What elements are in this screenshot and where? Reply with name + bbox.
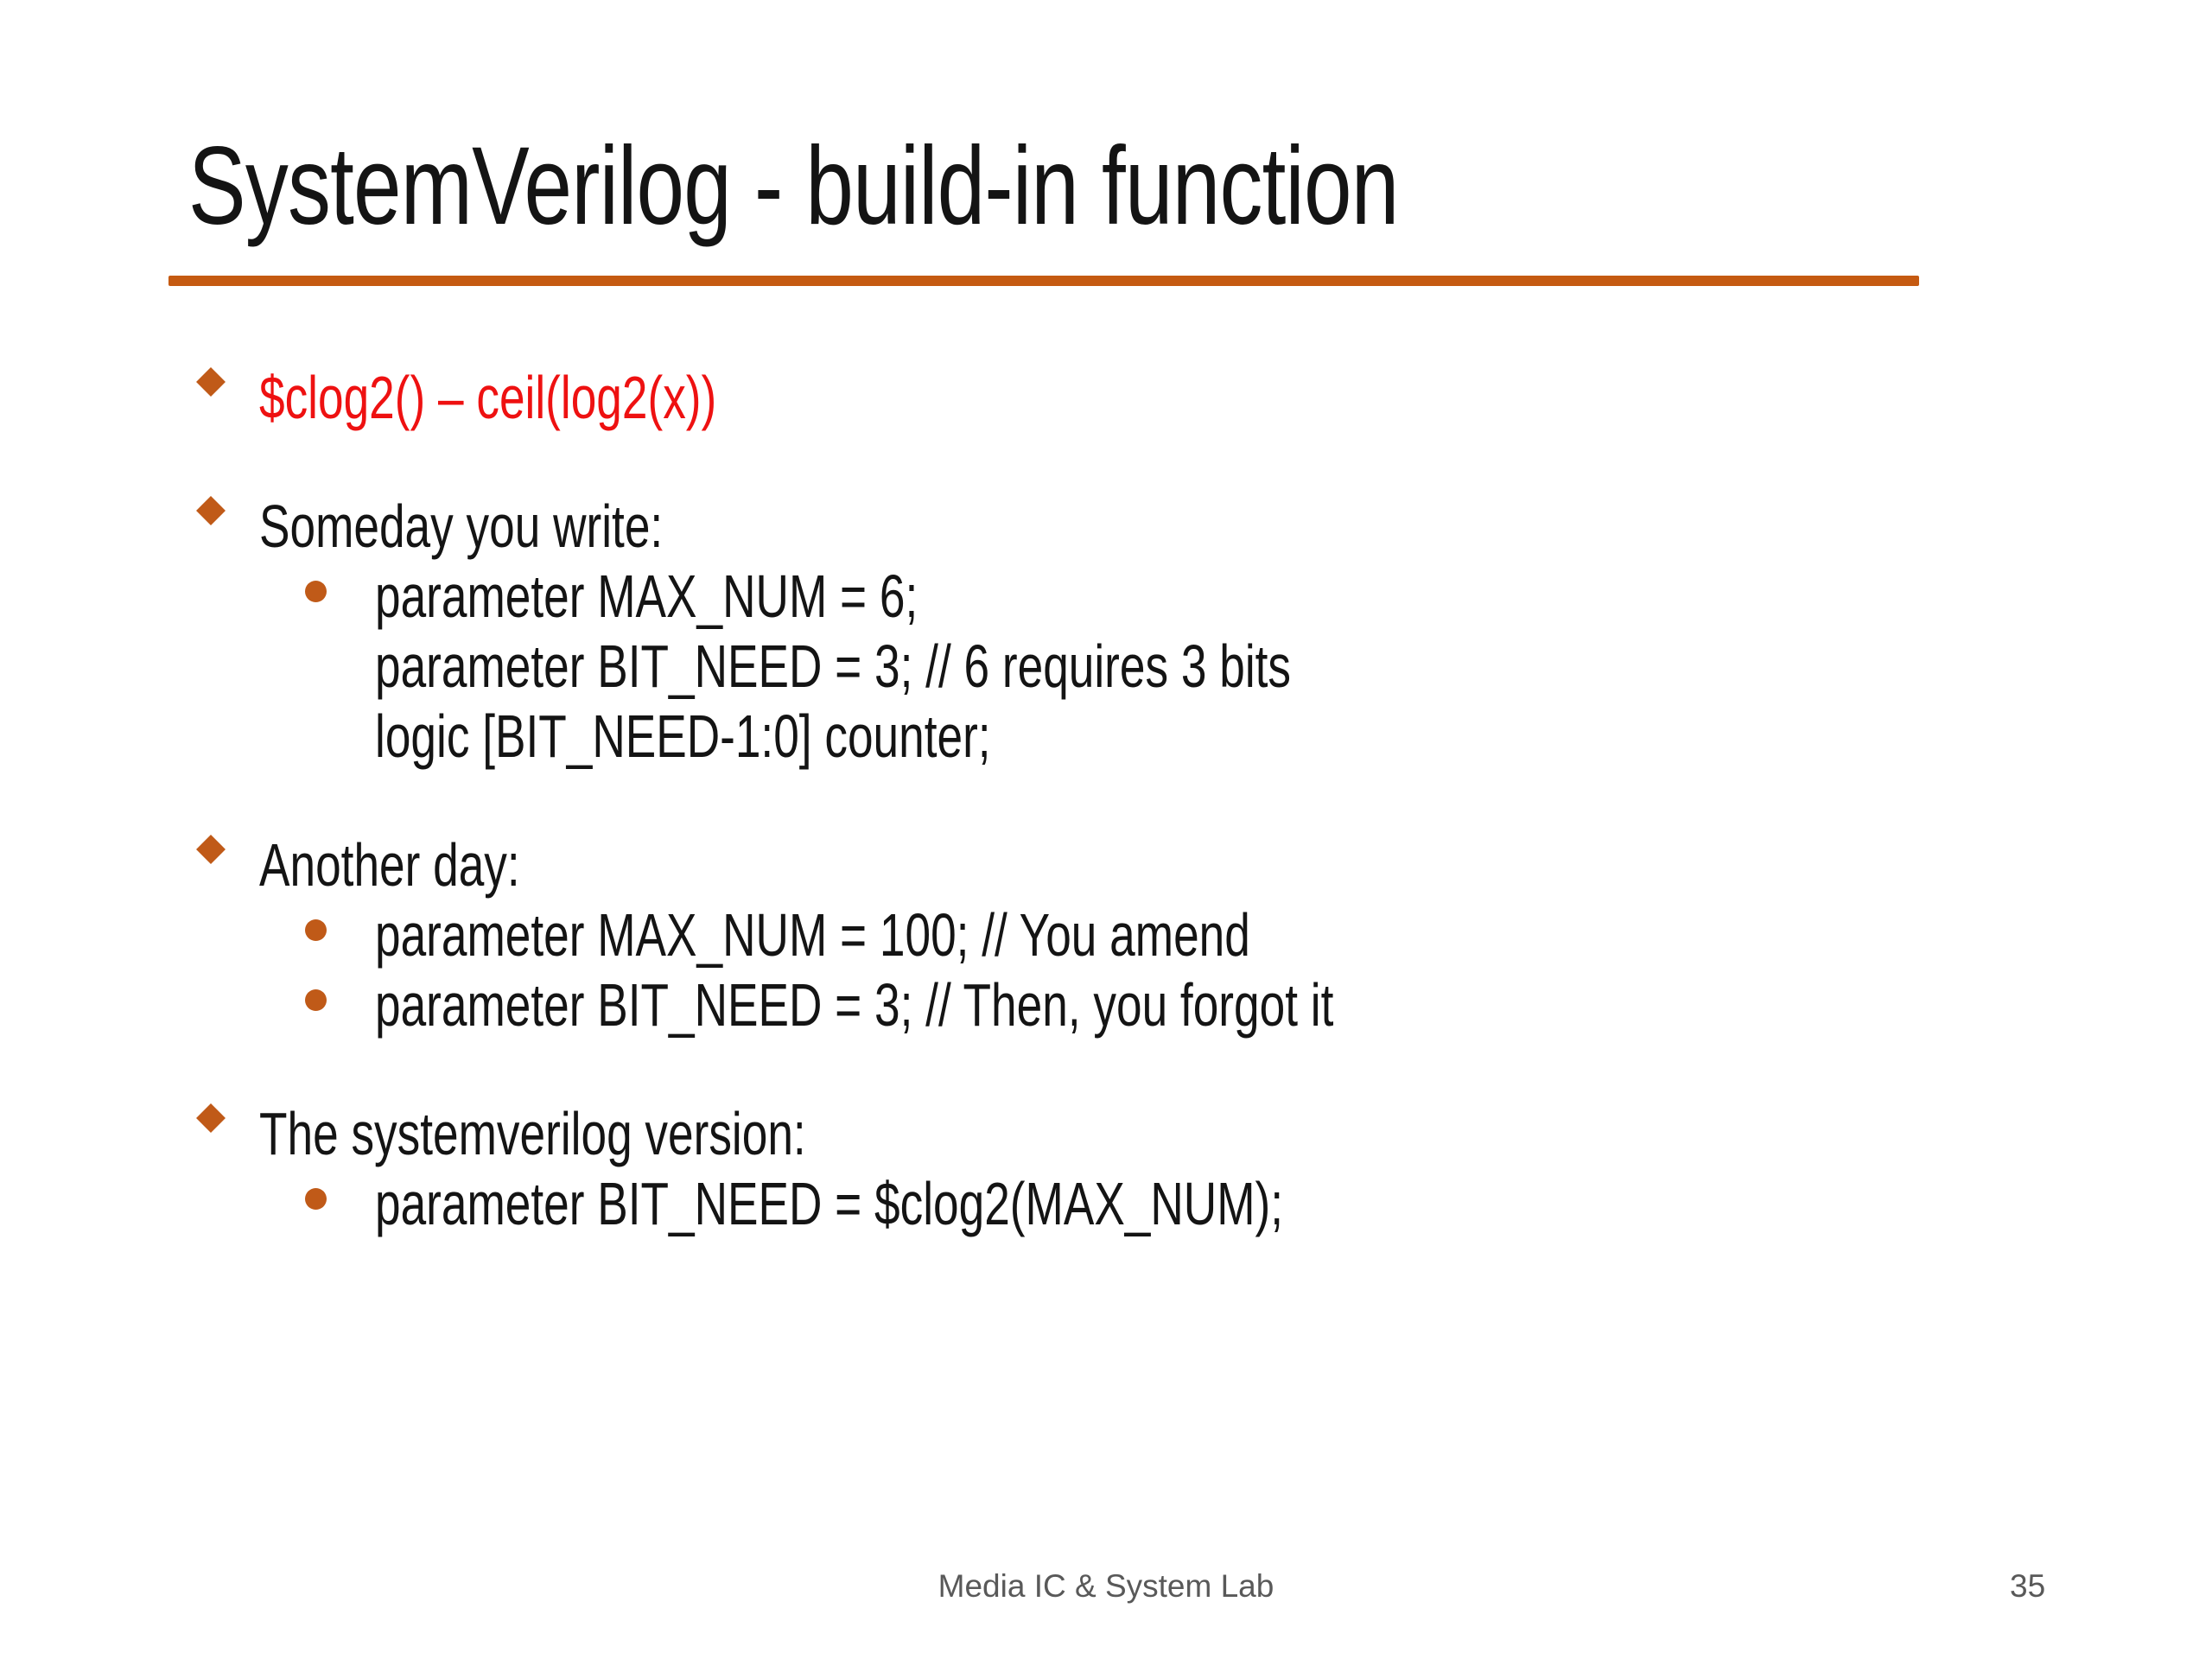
diamond-bullet-icon [196,835,226,864]
level1-bullet-text: $clog2() – ceil(log2(x)) [259,364,717,431]
bullet-block: $clog2() – ceil(log2(x)) [0,363,2212,433]
bullet-list: $clog2() – ceil(log2(x)) Someday you writ… [0,363,2212,1298]
level2-code-text: parameter MAX_NUM = 6; [375,563,918,630]
diamond-bullet-icon [196,496,226,525]
level1-bullet-line: $clog2() – ceil(log2(x)) [0,363,2212,433]
dot-bullet-icon [305,581,327,602]
level2-bullet-line: parameter MAX_NUM = 100; // You amend [0,900,2212,970]
slide-title: SystemVerilog - build-in function [188,124,1399,248]
bullet-block: Someday you write:parameter MAX_NUM = 6;… [0,492,2212,772]
footer-page-number: 35 [2010,1568,2046,1604]
level2-code-text: parameter BIT_NEED = 3; // 6 requires 3 … [375,632,1292,700]
diamond-bullet-icon [196,1103,226,1133]
diamond-bullet-icon [196,367,226,397]
level1-bullet-line: The systemverilog version: [0,1099,2212,1169]
level1-bullet-line: Someday you write: [0,492,2212,562]
bullet-block: Another day:parameter MAX_NUM = 100; // … [0,830,2212,1040]
level2-continuation-line: parameter BIT_NEED = 3; // 6 requires 3 … [0,632,2212,702]
level1-bullet-text: Someday you write: [259,493,664,560]
level2-bullet-line: parameter BIT_NEED = 3; // Then, you for… [0,970,2212,1040]
level2-code-text: parameter MAX_NUM = 100; // You amend [375,901,1250,969]
dot-bullet-icon [305,989,327,1011]
dot-bullet-icon [305,919,327,941]
footer-lab-name: Media IC & System Lab [938,1568,1274,1604]
level2-bullet-line: parameter BIT_NEED = $clog2(MAX_NUM); [0,1169,2212,1239]
level2-code-text: logic [BIT_NEED-1:0] counter; [375,702,991,770]
level2-bullet-line: parameter MAX_NUM = 6; [0,562,2212,632]
bullet-block: The systemverilog version:parameter BIT_… [0,1099,2212,1239]
level1-bullet-line: Another day: [0,830,2212,900]
level2-code-text: parameter BIT_NEED = 3; // Then, you for… [375,971,1334,1039]
level1-bullet-text: Another day: [259,831,520,899]
dot-bullet-icon [305,1188,327,1210]
level2-continuation-line: logic [BIT_NEED-1:0] counter; [0,702,2212,772]
level2-code-text: parameter BIT_NEED = $clog2(MAX_NUM); [375,1170,1284,1237]
title-underline-rule [168,276,1919,286]
level1-bullet-text: The systemverilog version: [259,1100,806,1167]
